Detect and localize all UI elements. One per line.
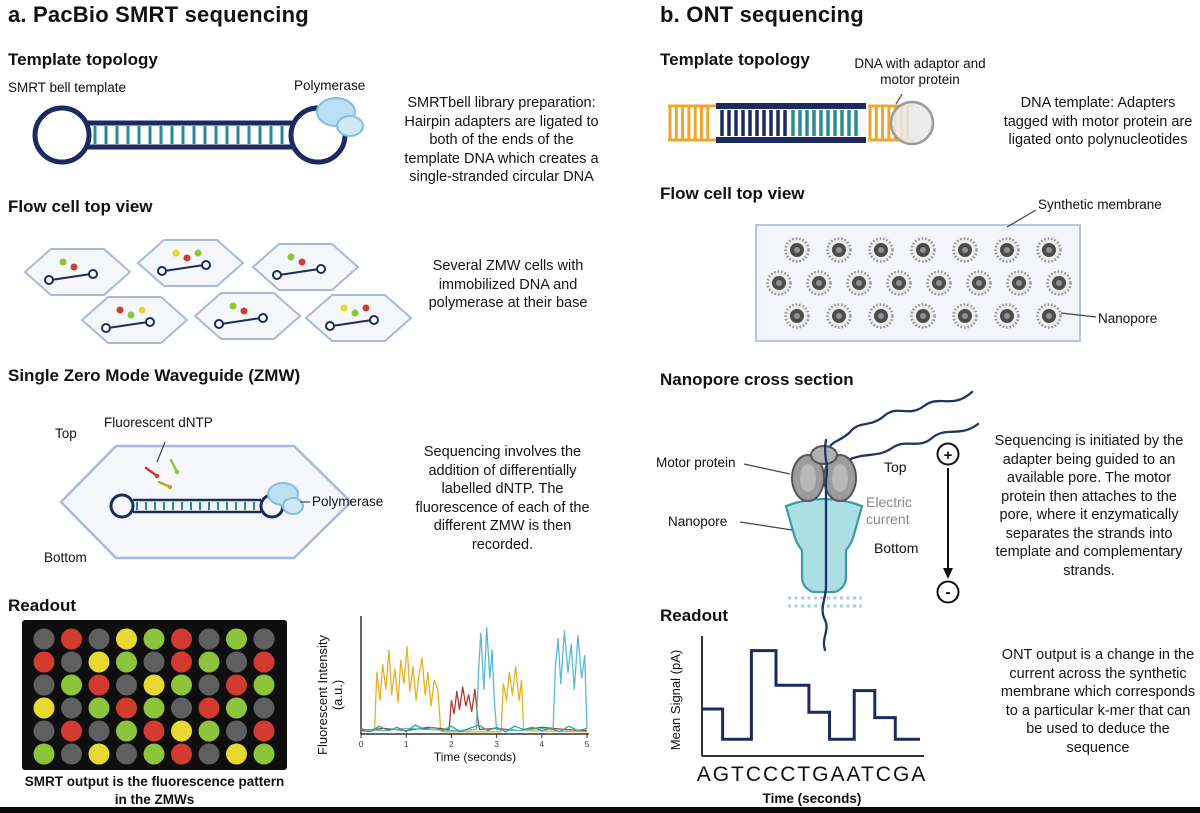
- plus-electrode-icon: [936, 442, 960, 466]
- ont-dna-illustration: [668, 93, 935, 146]
- ont-flow-cell-illustration: [755, 209, 1097, 342]
- svg-text:5: 5: [585, 739, 590, 749]
- zmw-fluorescence-matrix: [22, 620, 287, 770]
- zmw-polymerase-label: Polymerase: [312, 494, 384, 509]
- flow-cell-description-a: Several ZMW cells with immobilized DNA a…: [428, 258, 588, 312]
- cross-top-label: Top: [884, 459, 907, 475]
- zmw-top-label: Top: [55, 426, 77, 441]
- ont-template-description: DNA template: Adapters tagged with motor…: [1003, 95, 1193, 149]
- dna-strand-squiggle: [826, 390, 974, 452]
- smrtbell-description: SMRTbell library preparation: Hairpin ad…: [404, 95, 599, 186]
- dna-rail: [716, 137, 866, 143]
- dna-rail: [716, 103, 866, 109]
- nanopore-label-flowcell: Nanopore: [1098, 311, 1158, 326]
- ont-chart-xlabel: Time (seconds): [762, 791, 862, 806]
- fluor-chart-xlabel: Time (seconds): [434, 750, 516, 764]
- bottom-border-bar: [0, 807, 1200, 813]
- zmw-dna-rungs: [136, 502, 255, 510]
- dna-strand-squiggle: [846, 422, 980, 462]
- heading-b-cross-section: Nanopore cross section: [660, 370, 854, 389]
- heading-a-readout: Readout: [8, 596, 76, 615]
- smrtbell-template-label: SMRT bell template: [8, 80, 127, 95]
- heading-b-readout: Readout: [660, 606, 728, 625]
- svg-text:2: 2: [449, 739, 454, 749]
- heading-b-flow-cell: Flow cell top view: [660, 184, 805, 203]
- ont-chart-ylabel: Mean Signal (pA): [668, 649, 683, 751]
- nanopore-label-connector: [739, 521, 793, 531]
- svg-text:3: 3: [494, 739, 499, 749]
- nanopore-label-cross: Nanopore: [668, 514, 728, 529]
- dna-ladder-rungs: [93, 126, 284, 144]
- fluorescent-dntp-arrows: [144, 458, 180, 490]
- nanopore-grid: [766, 237, 1072, 329]
- mean-signal-chart: [701, 636, 924, 757]
- minus-electrode-icon: [936, 580, 960, 604]
- cross-bottom-label: Bottom: [874, 540, 919, 556]
- zmw-hexagon-cells: [23, 239, 413, 344]
- dna-label-connector: [895, 93, 903, 105]
- zmw-cells-illustration: [23, 239, 413, 344]
- zmw-polymerase-blob: [267, 482, 304, 515]
- zmw-description: Sequencing involves the addition of diff…: [415, 444, 590, 553]
- electric-current-label: Electric current: [866, 494, 912, 527]
- svg-text:1: 1: [404, 739, 409, 749]
- motor-protein-circle: [889, 100, 935, 146]
- ont-dna-label: DNA with adaptor and motor protein: [854, 56, 986, 88]
- smrtbell-left-hairpin: [32, 105, 92, 165]
- svg-text:0: 0: [359, 739, 364, 749]
- zmw-left-hairpin: [109, 493, 135, 519]
- motor-protein-shading: [832, 464, 848, 492]
- dna-base-bars: [668, 106, 910, 140]
- heading-a-zmw: Single Zero Mode Waveguide (ZMW): [8, 366, 301, 385]
- smrtbell-illustration: [32, 97, 364, 165]
- heading-b-template-topology: Template topology: [660, 50, 810, 69]
- plus-sign: +: [944, 447, 953, 464]
- motor-label-connector: [743, 463, 791, 475]
- current-arrow-head: [943, 568, 953, 579]
- nanopore-shape: [784, 497, 864, 594]
- nanopore-label-connector: [1060, 312, 1097, 318]
- zmw-bottom-label: Bottom: [44, 550, 87, 565]
- fluorescence-intensity-chart: Time (seconds) 0 1 2 3 4 5: [359, 616, 590, 764]
- motor-protein-shading: [800, 464, 816, 492]
- svg-text:4: 4: [539, 739, 544, 749]
- minus-sign: -: [945, 584, 950, 601]
- panel-b-title: b. ONT sequencing: [660, 2, 864, 27]
- synthetic-membrane-label: Synthetic membrane: [1038, 197, 1162, 212]
- panel-a-title: a. PacBio SMRT sequencing: [8, 2, 309, 27]
- basecall-sequence: AGTCCCTGAATCGA: [696, 763, 928, 786]
- heading-a-flow-cell: Flow cell top view: [8, 197, 153, 216]
- zmw-illustration: [59, 441, 353, 560]
- motor-protein-label: Motor protein: [656, 455, 736, 470]
- polymerase-blob: [316, 97, 364, 137]
- fluorescent-dntp-label: Fluorescent dNTP: [104, 415, 213, 430]
- polymerase-label-a: Polymerase: [294, 78, 366, 93]
- motor-protein-cap: [810, 445, 838, 465]
- ont-readout-description: ONT output is a change in the current ac…: [1000, 647, 1196, 756]
- nanopore-cross-section-illustration: + -: [739, 390, 980, 652]
- dna-through-pore: [821, 438, 828, 652]
- cross-section-description: Sequencing is initiated by the adapter b…: [994, 433, 1184, 579]
- heading-a-template-topology: Template topology: [8, 50, 158, 69]
- matrix-dots: [33, 628, 275, 765]
- zmw-hexagon: [59, 444, 353, 560]
- dntp-connector-line: [156, 441, 166, 463]
- matrix-caption: SMRT output is the fluorescence pattern …: [24, 774, 285, 807]
- membrane-label-connector: [1006, 209, 1037, 228]
